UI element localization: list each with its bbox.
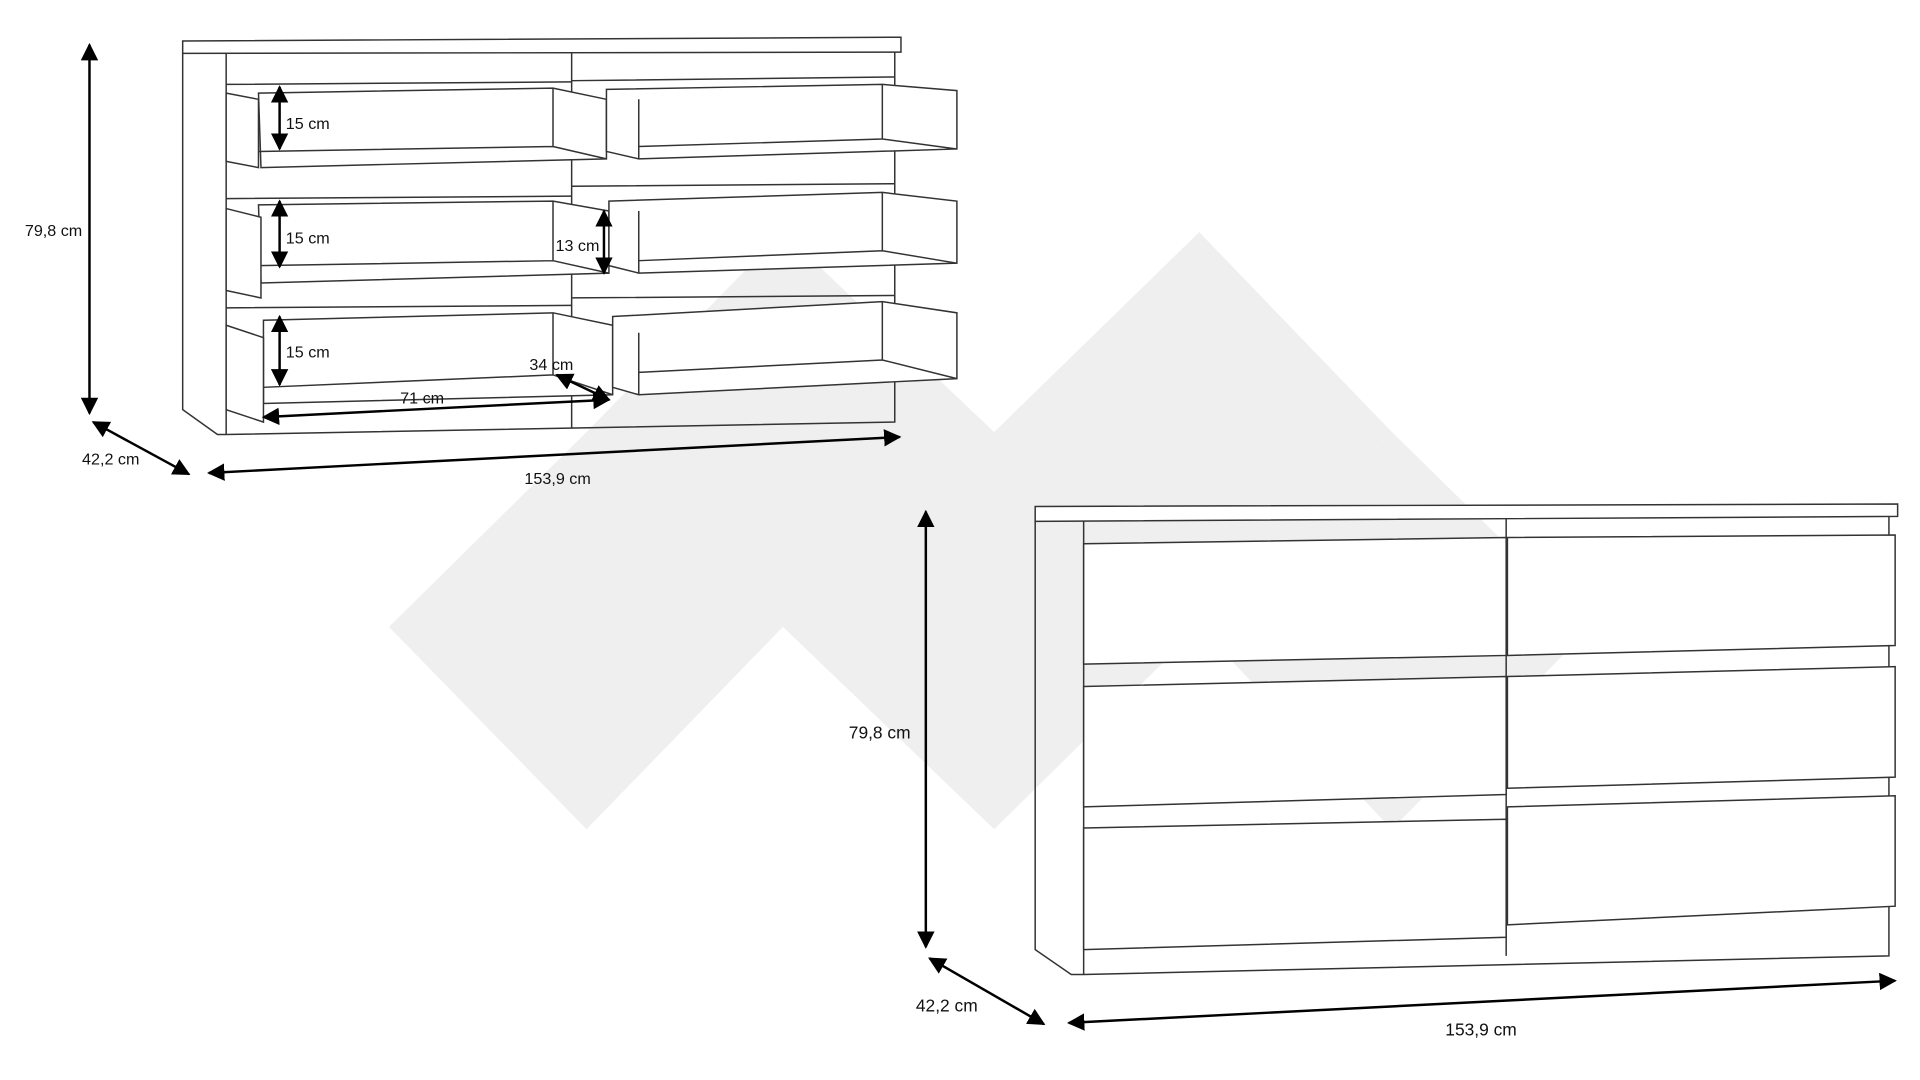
drawer-height-label: 15 cm [286,229,330,247]
width-dimension-arrow [207,429,902,481]
drawer-right-1 [605,83,958,160]
drawer-front-right-1 [1506,534,1896,657]
inner-height-label: 13 cm [555,237,599,255]
width-dimension-arrow [1067,972,1897,1031]
drawer-front-right-2 [1506,665,1896,790]
open-dresser-drawing: 79,8 cm 42,2 cm 153,9 cm 15 cm 15 cm 15 … [25,36,958,488]
depth-label: 42,2 cm [916,996,978,1016]
depth-dimension-arrow [91,420,191,476]
drawer-front-left-3 [1082,818,1507,951]
drawer-height-label: 15 cm [286,115,330,133]
drawer-front-right-3 [1506,794,1896,926]
width-label: 153,9 cm [524,470,590,488]
height-label: 79,8 cm [849,723,911,743]
drawer-front-left-1 [1082,536,1507,665]
drawer-front-left-2 [1082,675,1507,808]
drawer-right-3 [611,300,958,396]
drawer-left-1 [225,87,608,169]
closed-dresser-drawing: 79,8 cm 42,2 cm 153,9 cm [849,503,1899,1039]
drawer-right-2 [608,191,958,274]
height-label: 79,8 cm [25,222,82,240]
depth-dimension-arrow [928,957,1046,1026]
depth-label: 42,2 cm [82,450,139,468]
inner-width-label: 71 cm [400,389,444,407]
inner-depth-label: 34 cm [529,356,573,374]
drawer-left-2 [225,200,610,299]
width-label: 153,9 cm [1445,1019,1517,1039]
drawer-left-3 [225,312,614,424]
drawer-height-label: 15 cm [286,344,330,362]
